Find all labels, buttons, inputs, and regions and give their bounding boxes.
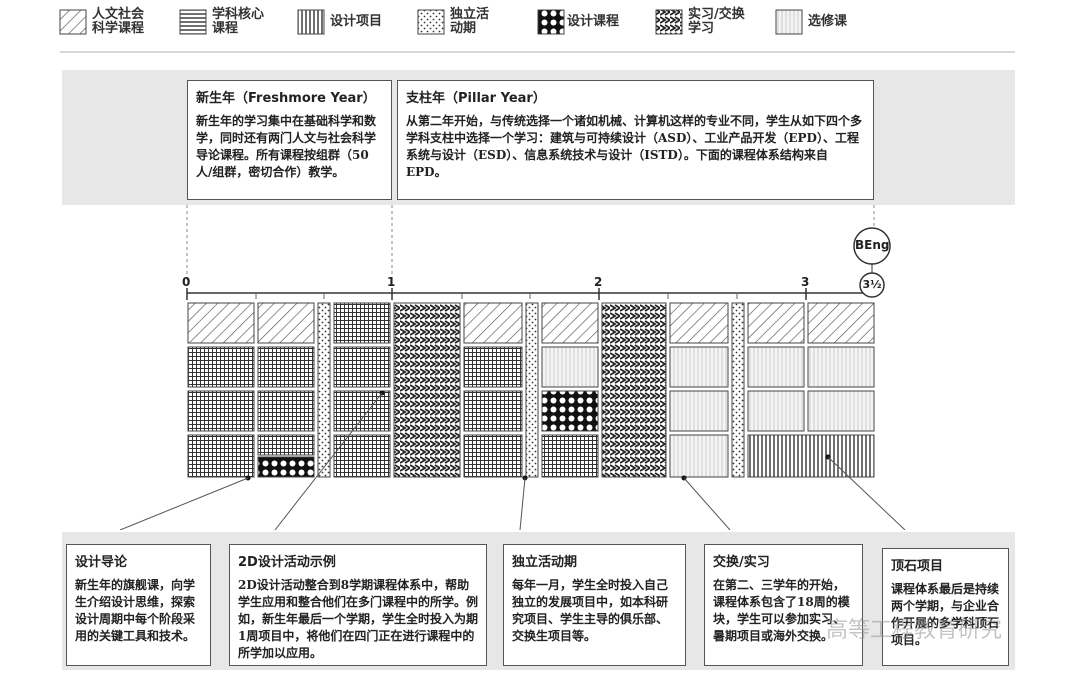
- tick-1: 1: [387, 275, 396, 289]
- tick-3: 3: [801, 275, 810, 289]
- callout-exchange-body: 在第二、三学年的开始，课程体系包含了18周的模块，学生可以参加实习、暑期项目或海…: [713, 578, 850, 643]
- tick-0: 0: [182, 275, 191, 289]
- legend-swatch-design-course: [537, 9, 565, 35]
- degree-label: BEng: [855, 238, 890, 252]
- legend-swatch-iap: [417, 9, 445, 35]
- callout-iap-title: 独立活动期: [512, 555, 578, 570]
- tick-2: 2: [594, 275, 603, 289]
- pillar-body: 从第二年开始，与传统选择一个诸如机械、计算机这样的专业不同，学生从如下四个多学科…: [406, 114, 863, 179]
- callout-2d-activity-body: 2D设计活动整合到8学期课程体系中，帮助学生应用和整合他们在多门课程中的所学。例…: [238, 578, 479, 660]
- callout-2d-activity-title: 2D设计活动示例: [238, 555, 336, 570]
- freshmore-box: 新生年（Freshmore Year） 新生年的学习集中在基础科学和数学，同时还…: [187, 80, 392, 200]
- duration-label: 3½: [862, 278, 882, 291]
- callout-capstone-body: 课程体系最后是持续两个学期，与企业合作开展的多学科顶石项目。: [891, 582, 1000, 647]
- legend-label-hass: 人文社会科学课程: [92, 7, 145, 36]
- callout-iap: 独立活动期 每年一月，学生全时投入自己独立的发展项目中，如本科研究项目、学生主导…: [503, 544, 686, 666]
- callout-iap-body: 每年一月，学生全时投入自己独立的发展项目中，如本科研究项目、学生主导的俱乐部、交…: [512, 578, 669, 643]
- legend-swatch-core: [179, 9, 207, 35]
- legend-swatch-project: [297, 9, 325, 35]
- legend-label-project: 设计项目: [330, 14, 383, 29]
- freshmore-title: 新生年（Freshmore Year）: [196, 91, 376, 106]
- legend-label-intern: 实习/交换学习: [688, 7, 745, 36]
- callout-design-intro: 设计导论 新生年的旗舰课，向学生介绍设计思维，探索设计周期中每个阶段采用的关键工…: [66, 544, 211, 666]
- legend-swatch-elective: [775, 9, 803, 35]
- callout-exchange-title: 交换/实习: [713, 555, 770, 570]
- pillar-box: 支柱年（Pillar Year） 从第二年开始，与传统选择一个诸如机械、计算机这…: [397, 80, 874, 200]
- pillar-title: 支柱年（Pillar Year）: [406, 91, 546, 106]
- legend-label-iap: 独立活动期: [450, 7, 490, 36]
- callout-exchange: 交换/实习 在第二、三学年的开始，课程体系包含了18周的模块，学生可以参加实习、…: [704, 544, 863, 666]
- legend-label-design-course: 设计课程: [567, 14, 620, 29]
- curriculum-grid: [119, 205, 906, 530]
- legend-swatch-intern: [655, 9, 683, 35]
- callout-capstone: 顶石项目 课程体系最后是持续两个学期，与企业合作开展的多学科顶石项目。: [882, 548, 1009, 666]
- legend-label-elective: 选修课: [808, 14, 848, 29]
- callout-design-intro-title: 设计导论: [75, 555, 128, 570]
- freshmore-body: 新生年的学习集中在基础科学和数学，同时还有两门人文与社会科学导论课程。所有课程按…: [196, 114, 377, 179]
- legend-swatch-hass: [59, 9, 87, 35]
- callout-2d-activity: 2D设计活动示例 2D设计活动整合到8学期课程体系中，帮助学生应用和整合他们在多…: [229, 544, 487, 666]
- watermark: 高等工程教育研究: [826, 618, 1003, 643]
- legend-label-core: 学科核心课程: [212, 7, 265, 36]
- callout-capstone-title: 顶石项目: [891, 559, 944, 574]
- callout-design-intro-body: 新生年的旗舰课，向学生介绍设计思维，探索设计周期中每个阶段采用的关键工具和技术。: [75, 578, 196, 643]
- legend-graphics: [59, 9, 1015, 53]
